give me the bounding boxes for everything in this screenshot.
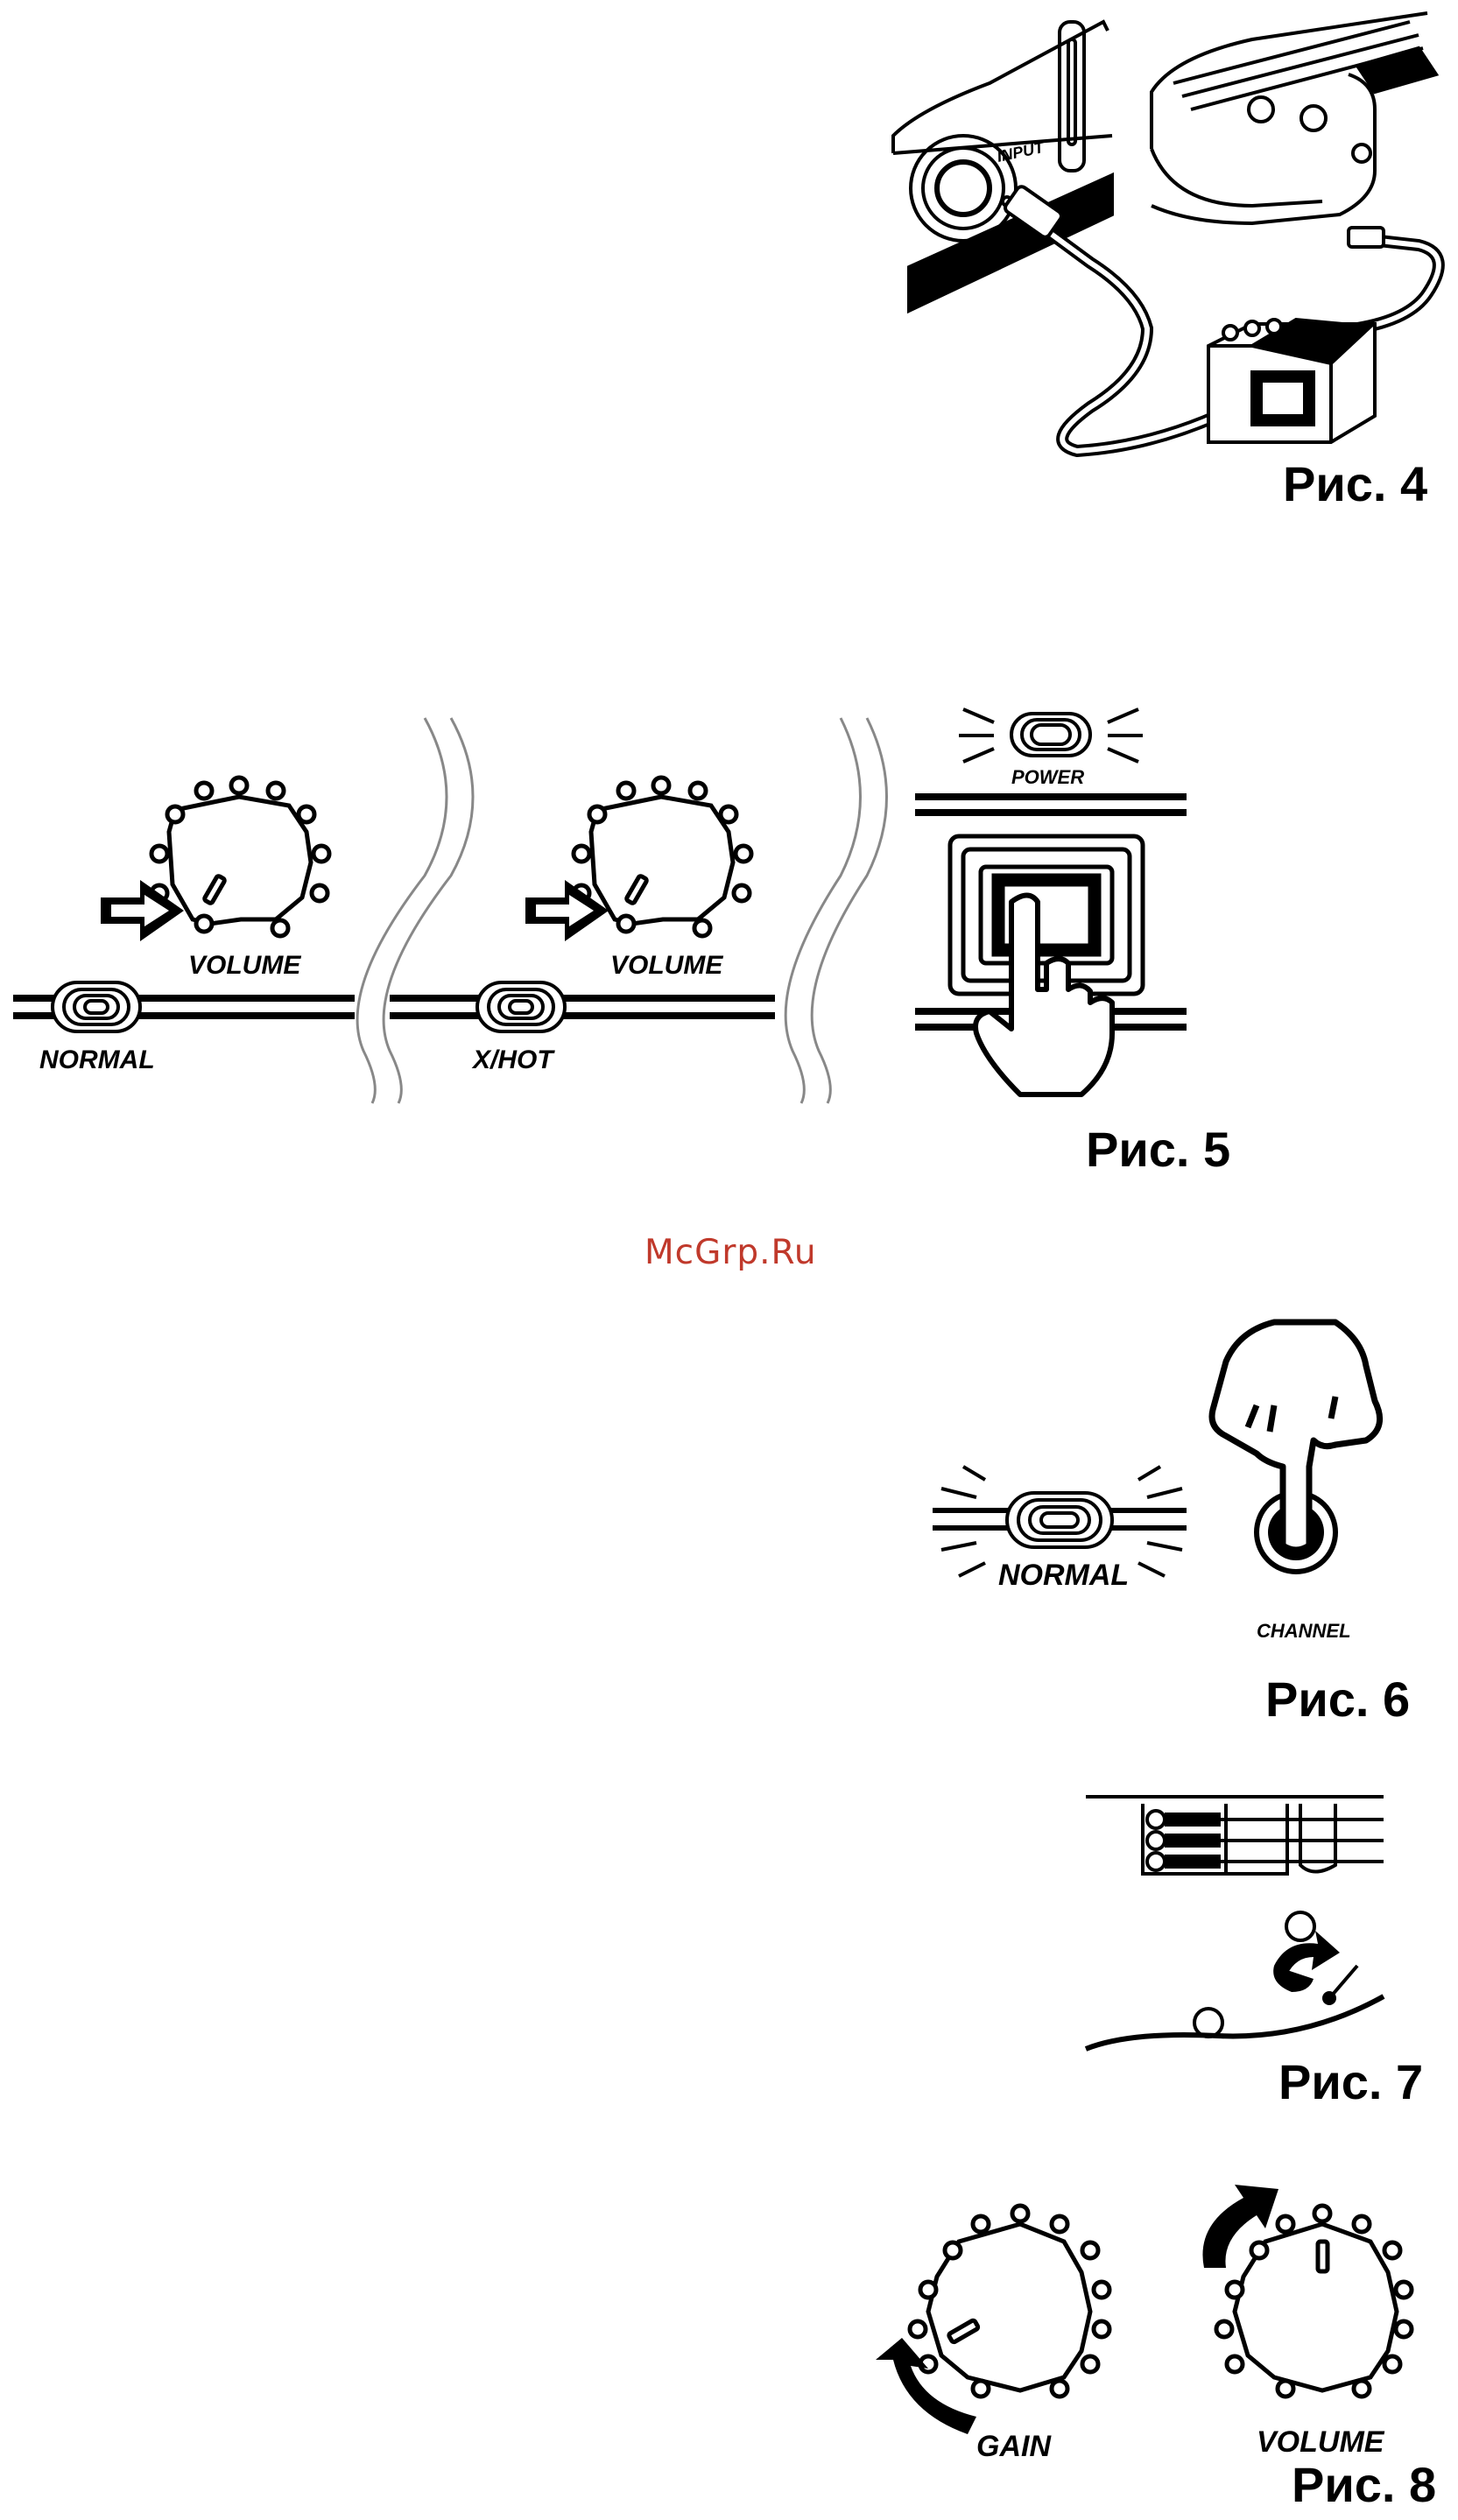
effects-pedal-icon: [1208, 320, 1375, 442]
amplifier-panel: [893, 22, 1112, 311]
xhot-label: X/HOT: [471, 1045, 555, 1074]
figure-8-gain-volume: GAIN VOLUME: [867, 2180, 1454, 2469]
figure-4-connection: INPUT: [884, 4, 1454, 482]
volume-label-1: VOLUME: [188, 951, 301, 980]
pick-icon: [1324, 1966, 1357, 2003]
figure-5-panel: VOLUME NORMAL VOLUME: [13, 700, 1204, 1103]
watermark-text: McGrp.Ru: [644, 1233, 817, 1272]
arrow-right-icon: [101, 880, 184, 941]
volume-knob-3[interactable]: [1216, 2206, 1412, 2397]
power-led-icon: [959, 709, 1143, 762]
caption-fig7: Рис. 7: [1278, 2053, 1423, 2110]
normal-label-1: NORMAL: [39, 1045, 155, 1074]
normal-label-2: NORMAL: [998, 1559, 1129, 1592]
figure-7-guitar-knob: [1086, 1795, 1384, 2084]
gain-knob[interactable]: [910, 2206, 1109, 2397]
gain-label: GAIN: [976, 2430, 1052, 2463]
volume-label-3: VOLUME: [1257, 2425, 1385, 2459]
hand-pointer-icon: [1212, 1322, 1380, 1550]
normal-led-icon: [53, 982, 140, 1031]
power-label: POWER: [1011, 766, 1084, 788]
input-label: INPUT: [996, 138, 1047, 165]
caption-fig4: Рис. 4: [1283, 455, 1427, 512]
figure-6-channel: NORMAL CHANNEL: [924, 1313, 1432, 1664]
guitar-body-edge: [1086, 1996, 1384, 2049]
guitar-body: [1152, 13, 1436, 223]
guitar-pickup: [1086, 1797, 1384, 1874]
channel-label: CHANNEL: [1257, 1620, 1351, 1642]
xhot-led-icon: [477, 982, 565, 1031]
caption-fig5: Рис. 5: [1086, 1121, 1230, 1178]
caption-fig6: Рис. 6: [1265, 1671, 1410, 1728]
volume-label-2: VOLUME: [610, 951, 723, 980]
connection-diagram-icon: INPUT: [884, 4, 1454, 482]
caption-fig8: Рис. 8: [1292, 2456, 1436, 2513]
